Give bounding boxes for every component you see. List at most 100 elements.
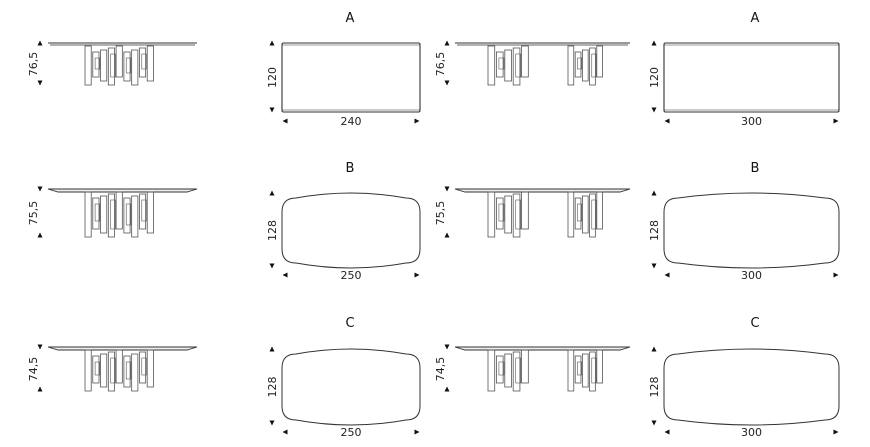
arrow-down-icon bbox=[269, 420, 275, 426]
table-leg-panel bbox=[92, 355, 100, 384]
table-leg-panel bbox=[125, 203, 132, 226]
arrow-up-icon bbox=[269, 40, 275, 46]
table-top-edge bbox=[454, 188, 631, 193]
table-top-outline bbox=[663, 42, 840, 113]
arrow-down-icon bbox=[651, 420, 657, 426]
arrow-right-icon bbox=[833, 118, 839, 124]
arrow-up-icon bbox=[269, 346, 275, 352]
width-dimension: 300 bbox=[741, 426, 762, 439]
table-leg-panel bbox=[567, 349, 575, 392]
table-leg-panel bbox=[115, 349, 123, 384]
table-leg-panel bbox=[107, 47, 115, 86]
arrow-up-icon bbox=[651, 190, 657, 196]
arrow-right-icon bbox=[833, 429, 839, 435]
table-leg-panel bbox=[515, 357, 522, 384]
table-top-edge bbox=[47, 188, 198, 193]
arrow-left-icon bbox=[664, 272, 670, 278]
arrow-down-icon bbox=[37, 186, 43, 192]
table-leg-panel bbox=[495, 197, 504, 230]
table-leg-panel bbox=[100, 353, 108, 388]
table-leg-panel bbox=[521, 191, 529, 230]
arrow-down-icon bbox=[444, 344, 450, 350]
table-leg-panel bbox=[504, 353, 512, 388]
side-view: 76,5 bbox=[27, 40, 197, 86]
table-leg-panel bbox=[589, 351, 596, 392]
height-dimension: 76,5 bbox=[434, 52, 447, 77]
arrow-down-icon bbox=[651, 263, 657, 269]
arrow-up-icon bbox=[444, 40, 450, 46]
table-leg-panel bbox=[574, 197, 582, 230]
table-leg-panel bbox=[591, 199, 597, 230]
table-leg-panel bbox=[567, 191, 575, 238]
table-leg-panel bbox=[582, 353, 589, 388]
table-leg-panel bbox=[589, 47, 596, 86]
table-leg-panel bbox=[146, 191, 154, 234]
table-top-edge bbox=[47, 346, 198, 351]
arrow-down-icon bbox=[444, 186, 450, 192]
table-leg-panel bbox=[515, 53, 522, 78]
table-leg-panel bbox=[141, 199, 147, 222]
table-leg-panel bbox=[498, 361, 505, 376]
table-leg-panel bbox=[141, 357, 147, 376]
table-leg-panel bbox=[107, 351, 115, 392]
model-label: A bbox=[346, 11, 355, 26]
model-label: C bbox=[750, 316, 759, 331]
table-top-edge bbox=[454, 346, 631, 351]
depth-dimension: 128 bbox=[266, 377, 279, 398]
depth-dimension: 128 bbox=[266, 220, 279, 241]
width-dimension: 300 bbox=[741, 269, 762, 282]
arrow-up-icon bbox=[37, 40, 43, 46]
table-leg-panel bbox=[577, 57, 582, 70]
table-leg-panel bbox=[504, 49, 512, 82]
table-leg-panel bbox=[139, 351, 147, 384]
arrow-left-icon bbox=[664, 429, 670, 435]
side-view: 76,5 bbox=[434, 40, 630, 86]
table-leg-panel bbox=[84, 45, 92, 86]
table-leg-panel bbox=[582, 49, 589, 82]
arrow-down-icon bbox=[37, 80, 43, 86]
table-leg-panel bbox=[125, 57, 132, 74]
table-leg-panel bbox=[521, 349, 529, 384]
height-dimension: 75,5 bbox=[434, 201, 447, 226]
table-leg-panel bbox=[596, 45, 603, 78]
table-leg-panel bbox=[84, 191, 92, 238]
table-leg-panel bbox=[94, 57, 101, 70]
table-leg-panel bbox=[141, 53, 147, 70]
width-dimension: 250 bbox=[341, 269, 362, 282]
side-view: 74,5 bbox=[434, 344, 631, 392]
table-leg-panel bbox=[577, 203, 582, 222]
arrow-up-icon bbox=[651, 346, 657, 352]
arrow-down-icon bbox=[651, 107, 657, 113]
table-leg-panel bbox=[131, 49, 139, 86]
model-label: C bbox=[345, 316, 354, 331]
arrow-down-icon bbox=[444, 80, 450, 86]
arrow-up-icon bbox=[444, 232, 450, 238]
table-leg-panel bbox=[84, 349, 92, 392]
table-top-outline bbox=[281, 192, 421, 269]
arrow-left-icon bbox=[282, 272, 288, 278]
arrow-down-icon bbox=[269, 263, 275, 269]
table-leg-panel bbox=[123, 355, 131, 388]
table-leg-panel bbox=[131, 195, 139, 238]
arrow-left-icon bbox=[664, 118, 670, 124]
arrow-up-icon bbox=[37, 386, 43, 392]
arrow-up-icon bbox=[37, 232, 43, 238]
table-leg-panel bbox=[94, 203, 101, 222]
table-leg-panel bbox=[100, 49, 108, 82]
table-leg-panel bbox=[512, 193, 521, 238]
table-leg-panel bbox=[515, 199, 522, 230]
table-leg-panel bbox=[115, 191, 123, 230]
arrow-right-icon bbox=[414, 429, 420, 435]
height-dimension: 74,5 bbox=[27, 357, 40, 382]
table-leg-panel bbox=[498, 203, 505, 222]
table-leg-panel bbox=[131, 353, 139, 392]
